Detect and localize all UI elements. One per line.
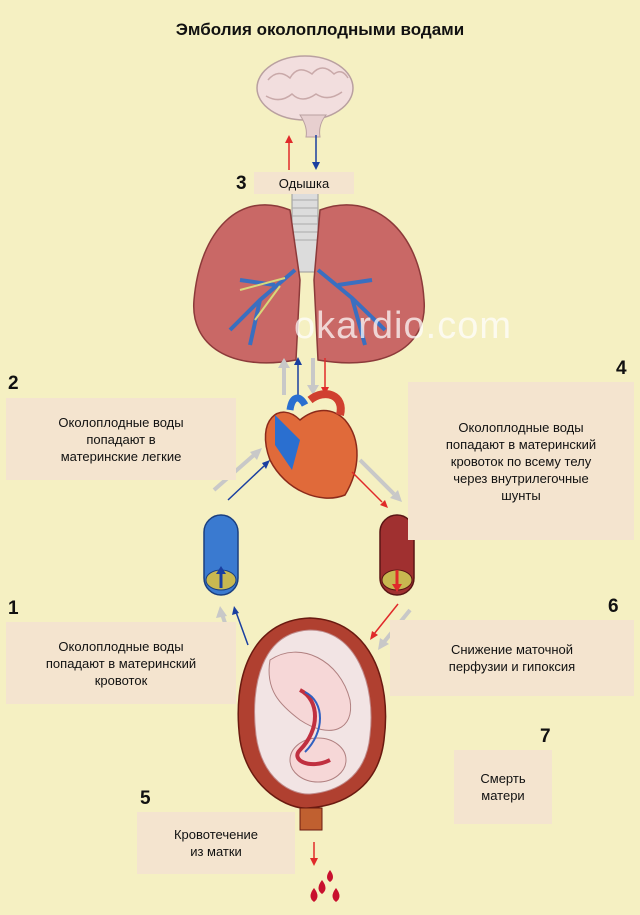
step-1-number: 1 — [8, 598, 19, 619]
blood-drops-icon — [310, 842, 340, 902]
step-1-text: Околоплодные воды попадают в материнский… — [45, 638, 197, 688]
step-3-number: 3 — [236, 173, 247, 194]
lungs-icon — [193, 191, 425, 364]
brain-icon — [256, 55, 354, 138]
uterus-fetus-icon — [237, 617, 387, 831]
step-3-box: Одышка — [254, 172, 354, 194]
step-7-text: Смерть матери — [480, 771, 526, 803]
step-5-text: Кровотечение из матки — [173, 827, 259, 859]
step-3-text: Одышка — [278, 175, 330, 191]
step-4-box: Околоплодные воды попадают в материнский… — [408, 382, 634, 540]
step-4-number: 4 — [616, 358, 627, 379]
step-6-text: Снижение маточной перфузии и гипоксия — [448, 642, 576, 674]
step-4-text: Околоплодные воды попадают в материнский… — [445, 419, 597, 503]
step-6-number: 6 — [608, 596, 619, 617]
lung-heart-arrows — [278, 357, 329, 395]
artery-vessel-icon — [379, 514, 415, 596]
brain-flow-arrows — [285, 135, 320, 170]
step-7-box: Смерть матери — [454, 750, 552, 824]
step-5-box: Кровотечение из матки — [137, 812, 295, 874]
vein-vessel-icon — [203, 514, 239, 596]
step-6-box: Снижение маточной перфузии и гипоксия — [390, 620, 634, 696]
step-7-number: 7 — [540, 726, 551, 747]
step-1-box: Околоплодные воды попадают в материнский… — [6, 622, 236, 704]
step-2-text: Околоплодные воды попадают в материнские… — [58, 414, 184, 464]
step-2-number: 2 — [8, 373, 19, 394]
page-title: Эмболия околоплодными водами — [175, 20, 465, 39]
heart-icon — [264, 390, 358, 499]
step-2-box: Околоплодные воды попадают в материнские… — [6, 398, 236, 480]
step-5-number: 5 — [140, 788, 151, 809]
watermark: okardio.com — [294, 305, 512, 347]
